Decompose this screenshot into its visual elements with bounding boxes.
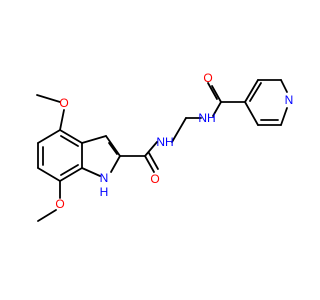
bond [207,82,218,100]
bond [144,155,155,173]
bond [81,167,101,177]
bond [244,79,259,103]
molecule-diagram: O N NH O NH O O N H [36,71,293,222]
bond [108,142,118,155]
amide-nitrogen-right: NH [198,111,215,125]
methoxy-oxygen-lower: O [55,197,64,211]
bond [249,82,262,102]
bond [280,107,288,126]
bond [81,135,107,144]
carbonyl-oxygen-top: O [203,71,212,85]
methoxy-oxygen-upper: O [59,96,68,110]
bond [37,209,57,222]
indole-nitrogen-n: N [100,171,109,185]
bond [110,155,121,173]
bonds [36,79,288,222]
bond [37,167,61,182]
bond [60,164,79,176]
bond [37,129,61,144]
bond [280,79,288,93]
bond [212,101,222,117]
pyridine-nitrogen: N [285,93,294,107]
carbonyl-oxygen-lower: O [150,172,159,186]
bond [148,152,159,170]
atom-labels: O N NH O NH O O N H [55,71,293,211]
bond [36,94,61,103]
structure-svg: O N NH O NH O O N H [36,71,293,222]
bond [59,167,83,182]
bond [59,129,83,144]
bond [59,109,65,131]
bond [144,141,158,157]
bond [244,101,259,126]
amide-nitrogen-left: NH [156,135,173,149]
bond [171,117,187,143]
indole-nitrogen-h: H [100,185,109,199]
bond [211,85,222,103]
bond [105,135,121,157]
bond [60,135,79,147]
